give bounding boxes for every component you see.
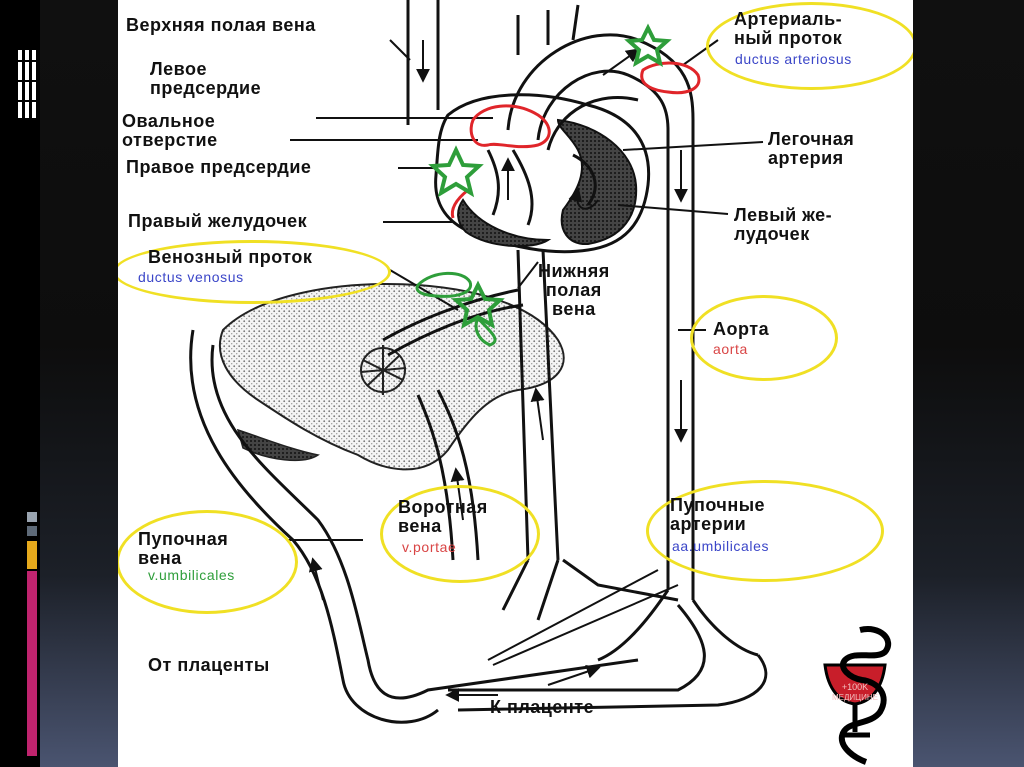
medicine-logo: +100K МЕДИЦИНЕ [800, 620, 910, 765]
liver-dark-edge [236, 428, 320, 462]
label-left-atrium: Левое предсердие [150, 59, 262, 98]
label-ductus-venosus: Венозный проток [148, 247, 313, 267]
accent-bar-magenta [27, 571, 37, 756]
label-inferior-vena-cava: Нижняя полая вена [538, 261, 610, 319]
label-aorta: Аорта [713, 319, 770, 339]
latin-ductus-venosus: ductus venosus [138, 269, 244, 285]
latin-ductus-arteriosus: ductus arteriosus [735, 51, 852, 67]
label-ductus-arteriosus: Артериаль- ный проток [734, 9, 843, 48]
diagram-slide: Верхняя полая вена Левое предсердие Овал… [118, 0, 913, 767]
heart-dark-wall [556, 118, 638, 246]
highlight-umbilical-vein [118, 510, 298, 614]
leader-line [389, 39, 411, 61]
label-umbilical-arteries: Пупочные артерии [670, 495, 766, 534]
label-superior-vena-cava: Верхняя полая вена [126, 15, 316, 35]
leader-line [389, 269, 459, 311]
label-from-placenta: От плаценты [148, 655, 270, 675]
logo-text-line2: МЕДИЦИНЕ [832, 693, 878, 702]
superior-vena-cava [406, 0, 440, 125]
latin-umbilical-arteries: aa.umbilicales [672, 538, 770, 554]
flow-arrow [547, 664, 601, 686]
aorta-bifurcation [597, 589, 759, 662]
highlight-ductus-arteriosus [706, 2, 913, 90]
flow-arrow [530, 387, 545, 441]
latin-umbilical-vein: v.umbilicales [148, 567, 235, 583]
aortic-arch [506, 33, 695, 600]
highlight-portal-vein [380, 485, 540, 583]
branch-vessels-top [516, 4, 580, 55]
accent-square-gray [27, 512, 37, 522]
umbilical-vein [189, 329, 639, 724]
highlight-umbilical-arteries [646, 480, 884, 582]
label-to-placenta: К плаценте [490, 697, 595, 717]
pulmonary-trunk [546, 95, 639, 151]
flow-arrow [602, 48, 641, 76]
leader-line [517, 261, 539, 289]
right-ventricle-dark [457, 198, 552, 248]
flow-arrow [308, 557, 324, 601]
latin-portal-vein: v.portae [402, 539, 457, 555]
accent-square-slate [27, 526, 37, 536]
highlight-aorta [690, 295, 838, 381]
leader-line [487, 569, 659, 661]
leader-line [622, 141, 764, 151]
accent-square-gold [27, 541, 37, 569]
aortic-arch-inner [536, 69, 670, 590]
label-pulmonary-artery: Легочная артерия [768, 129, 855, 168]
highlight-ductus-venosus [118, 240, 391, 304]
star-right-atrium [428, 145, 484, 198]
heart-chamber-curves [486, 149, 597, 226]
label-umbilical-vein: Пупочная вена [138, 529, 229, 568]
label-right-atrium: Правое предсердие [126, 157, 312, 177]
star-ductus-arteriosus [624, 23, 672, 68]
flow-arrow [568, 187, 599, 210]
menu-lines-icon [18, 50, 36, 118]
label-portal-vein: Воротная вена [398, 497, 488, 536]
fetal-circulation-diagram [189, 0, 768, 724]
latin-aorta: aorta [713, 341, 748, 357]
logo-text-line1: +100K [842, 682, 868, 692]
ductus-venosus-green-loop [415, 271, 497, 347]
portal-branches [360, 345, 407, 395]
iliac-vessels [501, 558, 679, 621]
umbilical-arteries [448, 604, 768, 712]
label-left-ventricle: Левый же- лудочек [734, 205, 833, 244]
label-right-ventricle: Правый желудочек [128, 211, 308, 231]
leader-line [617, 204, 729, 215]
ductus-venosus-vessel [382, 288, 524, 357]
foramen-ovale-red-mark [469, 104, 551, 149]
leader-line [492, 584, 679, 666]
ductus-arteriosus-red-mark [640, 61, 701, 95]
label-foramen-ovale: Овальное отверстие [122, 111, 218, 150]
